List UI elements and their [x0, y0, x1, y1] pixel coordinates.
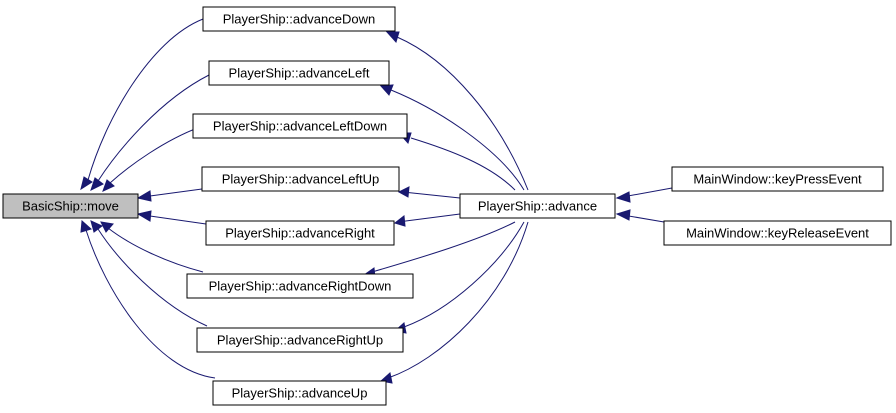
edge-advanceleftdown-to-move	[109, 126, 201, 184]
edges	[85, 18, 673, 379]
node-box	[663, 220, 892, 246]
node-mainwindow-keyreleaseevent[interactable]: MainWindow::keyReleaseEvent	[663, 220, 892, 246]
arrowhead	[90, 177, 104, 191]
node-basicship-move[interactable]: BasicShip::move	[2, 193, 139, 219]
node-box	[212, 380, 387, 406]
node-label: PlayerShip::advance	[478, 199, 597, 214]
node-playership-advanceup[interactable]: PlayerShip::advanceUp	[212, 380, 387, 406]
node-box	[192, 113, 408, 139]
arrowhead	[102, 179, 115, 192]
node-label: PlayerShip::advanceRight	[225, 226, 375, 241]
edge-advance-to-advancerightup	[403, 221, 525, 328]
edge-advancerightdown-to-move	[107, 227, 204, 273]
arrowhead	[393, 215, 406, 227]
node-playership-advancerightup[interactable]: PlayerShip::advanceRightUp	[196, 327, 404, 353]
node-label: PlayerShip::advanceLeftUp	[222, 172, 380, 187]
arrowhead	[615, 191, 631, 203]
node-label: BasicShip::move	[22, 199, 119, 214]
node-label: MainWindow::keyPressEvent	[693, 172, 862, 187]
arrowhead	[136, 190, 152, 202]
node-playership-advance[interactable]: PlayerShip::advance	[459, 193, 616, 219]
edge-advancedown-to-move	[87, 18, 204, 181]
node-label: PlayerShip::advanceRightDown	[209, 279, 392, 294]
node-playership-advanceright[interactable]: PlayerShip::advanceRight	[205, 220, 395, 246]
arrowhead	[90, 220, 103, 233]
node-label: PlayerShip::advanceLeftDown	[213, 119, 387, 134]
node-label: PlayerShip::advanceLeft	[229, 66, 370, 81]
arrowhead	[385, 31, 400, 43]
edge-advanceright-to-move	[149, 215, 207, 225]
node-box	[205, 220, 395, 246]
node-playership-advancedown[interactable]: PlayerShip::advanceDown	[202, 6, 396, 32]
arrowhead	[379, 84, 394, 96]
edge-advancerightup-to-move	[97, 228, 208, 327]
node-playership-advanceleftup[interactable]: PlayerShip::advanceLeftUp	[201, 166, 400, 192]
node-playership-advanceleftdown[interactable]: PlayerShip::advanceLeftDown	[192, 113, 408, 139]
edge-advance-to-advanceleftup	[402, 191, 461, 199]
node-label: PlayerShip::advanceDown	[223, 12, 375, 27]
node-box	[208, 60, 390, 86]
node-box	[671, 166, 884, 192]
edge-advance-to-advanceright	[397, 213, 461, 223]
node-box	[196, 327, 404, 353]
edge-advance-to-advanceleft	[390, 89, 525, 191]
edge-advance-to-advanceup	[387, 221, 529, 379]
edge-advance-to-advanceleftdown	[410, 137, 516, 191]
edge-advanceup-to-move	[85, 229, 216, 379]
arrowhead	[80, 219, 93, 233]
node-label: PlayerShip::advanceUp	[232, 386, 368, 401]
node-box	[459, 193, 616, 219]
node-box	[202, 6, 396, 32]
node-box	[186, 273, 414, 299]
edge-advance-to-advancedown	[396, 36, 529, 191]
arrowhead	[100, 221, 114, 233]
edge-advanceleft-to-move	[97, 74, 210, 182]
edge-advanceleftup-to-move	[149, 188, 203, 197]
node-playership-advancerightdown[interactable]: PlayerShip::advanceRightDown	[186, 273, 414, 299]
node-label: MainWindow::keyReleaseEvent	[686, 226, 869, 241]
node-mainwindow-keypressevent[interactable]: MainWindow::keyPressEvent	[671, 166, 884, 192]
node-box	[201, 166, 400, 192]
node-label: PlayerShip::advanceRightUp	[217, 333, 383, 348]
node-box	[2, 193, 139, 219]
node-playership-advanceleft[interactable]: PlayerShip::advanceLeft	[208, 60, 390, 86]
arrowhead	[136, 210, 152, 222]
arrowhead	[615, 209, 631, 221]
arrowhead	[80, 176, 93, 191]
edge-advance-to-advancerightdown	[371, 221, 516, 273]
arrowhead	[397, 186, 410, 198]
